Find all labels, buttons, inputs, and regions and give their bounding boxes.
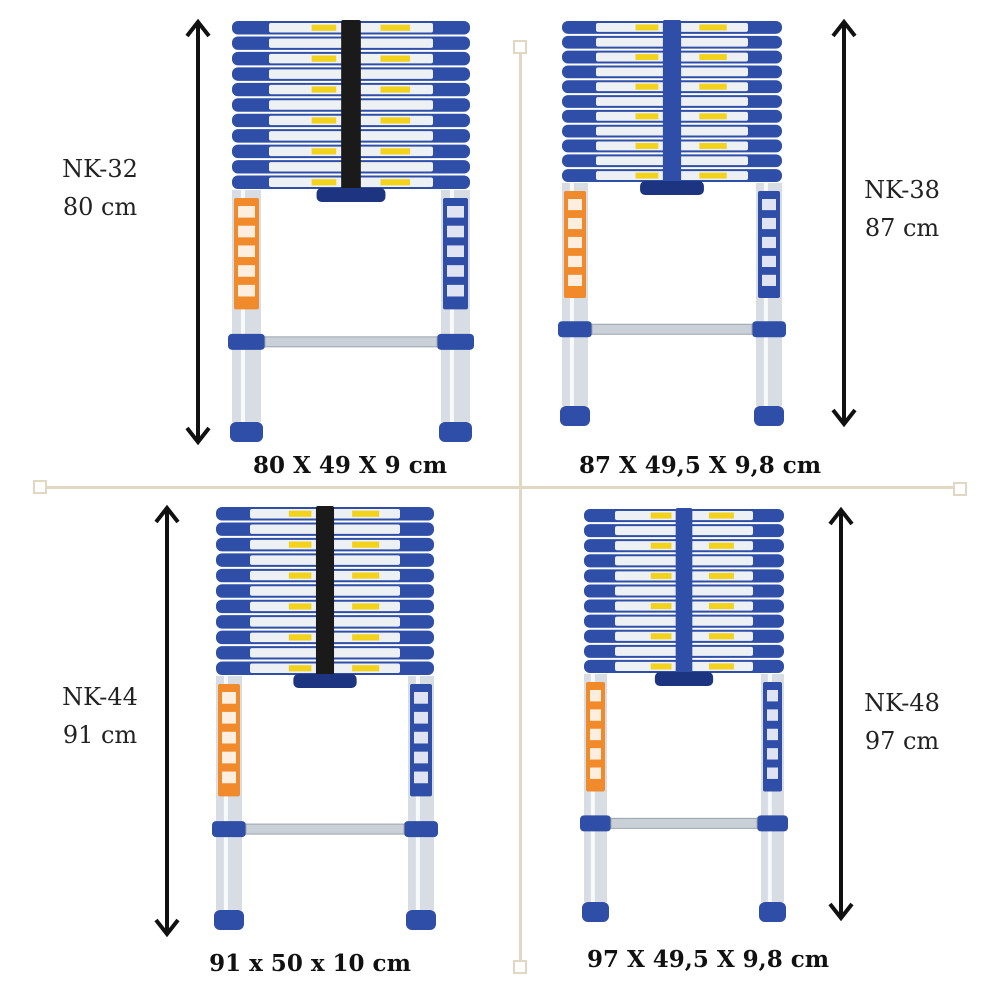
left-rail xyxy=(558,183,592,426)
panel-4-model: NK-48 xyxy=(864,689,940,717)
ladder-strap xyxy=(341,20,361,194)
bottom-rung xyxy=(264,336,438,348)
panel-3-ladder xyxy=(212,506,438,932)
panel-2-dimensions: 87 X 49,5 X 9,8 cm xyxy=(578,452,822,479)
divider-corner-left xyxy=(33,480,47,494)
panel-3-model-label: NK-44 91 cm xyxy=(40,678,160,754)
horizontal-divider xyxy=(40,486,962,489)
vertical-divider xyxy=(519,46,522,968)
panel-2-height: 87 cm xyxy=(864,214,940,242)
panel-1-ladder xyxy=(228,20,474,444)
divider-corner-top xyxy=(513,40,527,54)
panel-1-dimensions: 80 X 49 X 9 cm xyxy=(252,452,448,479)
panel-3-dimensions: 91 x 50 x 10 cm xyxy=(209,950,411,977)
double-arrow-icon xyxy=(828,506,854,922)
divider-corner-bottom xyxy=(513,960,527,974)
panel-3-model: NK-44 xyxy=(62,683,138,711)
panel-4-height: 97 cm xyxy=(864,727,940,755)
panel-4-ladder xyxy=(580,508,788,924)
right-rail xyxy=(757,674,788,922)
divider-corner-right xyxy=(953,482,967,496)
ladder-strap xyxy=(675,508,693,678)
left-rail xyxy=(212,676,246,930)
panel-4-model-label: NK-48 97 cm xyxy=(842,684,962,760)
double-arrow-icon xyxy=(831,18,857,428)
left-rail xyxy=(580,674,611,922)
panel-1-height: 80 cm xyxy=(62,193,138,221)
ladder-strap xyxy=(315,506,335,680)
bottom-rung xyxy=(591,323,753,335)
panel-3-height: 91 cm xyxy=(62,721,138,749)
panel-4-dimensions: 97 X 49,5 X 9,8 cm xyxy=(586,946,830,973)
panel-2-ladder xyxy=(558,20,786,428)
bottom-rung xyxy=(245,823,405,835)
ladder-strap xyxy=(662,20,682,187)
panel-1-model-label: NK-32 80 cm xyxy=(40,150,160,226)
panel-1-model: NK-32 xyxy=(62,155,138,183)
left-rail xyxy=(228,190,265,442)
double-arrow-icon xyxy=(154,504,180,938)
bottom-rung xyxy=(610,817,758,829)
right-rail xyxy=(404,676,438,930)
ladder-rung xyxy=(584,659,784,673)
panel-2-model-label: NK-38 87 cm xyxy=(842,171,962,247)
right-rail xyxy=(437,190,474,442)
double-arrow-icon xyxy=(185,18,211,446)
panel-2-model: NK-38 xyxy=(864,176,940,204)
right-rail xyxy=(752,183,786,426)
